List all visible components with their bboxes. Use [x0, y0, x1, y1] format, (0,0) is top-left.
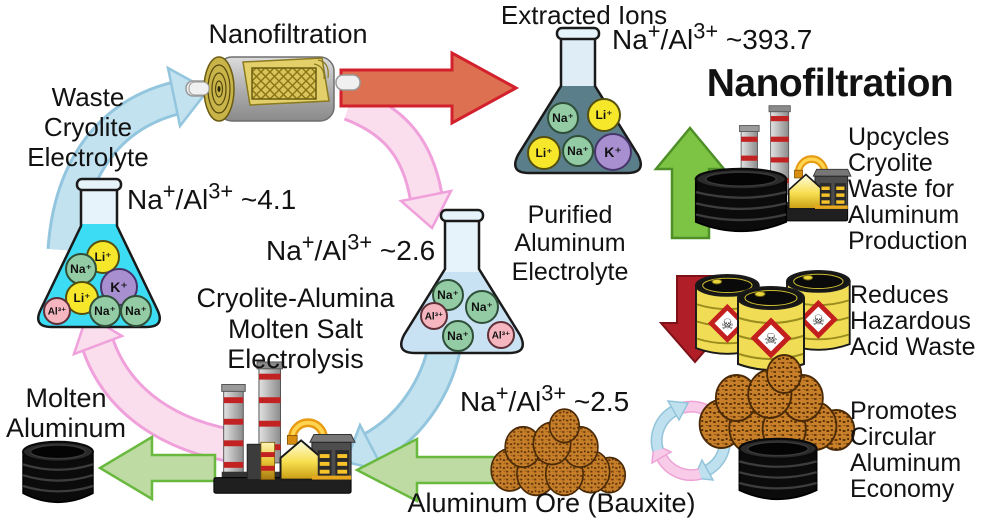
arrow-electrolysis-to-molten — [97, 434, 217, 502]
svg-text:Na⁺: Na⁺ — [567, 144, 589, 158]
svg-text:Al³⁺: Al³⁺ — [48, 307, 67, 318]
ion-na: Na⁺ — [442, 320, 474, 352]
electrolysis-plant-icon — [214, 362, 355, 493]
ion-na: Na⁺ — [562, 135, 594, 167]
nanofiltration-heading: Nanofiltration — [706, 62, 954, 105]
molten-aluminum-caption: Molten Aluminum — [5, 383, 127, 443]
nanofiltration-membrane-icon — [185, 56, 361, 122]
ratio-extracted: Na+/Al3+ ~393.7 — [612, 18, 813, 55]
benefit-upcycles-text: Upcycles Cryolite Waste for Aluminum Pro… — [848, 123, 968, 255]
ion-na: Na⁺ — [89, 295, 121, 327]
svg-text:Na⁺: Na⁺ — [552, 111, 574, 125]
svg-text:Na⁺: Na⁺ — [471, 300, 493, 314]
benefit-ore-barrel-icon — [738, 437, 818, 501]
waste-cryolite-caption: Waste Cryolite Electrolyte — [27, 82, 149, 172]
ion-li: Li⁺ — [587, 98, 621, 132]
molten-aluminum-barrel-icon — [21, 440, 95, 504]
svg-text:Li⁺: Li⁺ — [596, 108, 613, 122]
benefit-barrel-icon — [694, 167, 788, 233]
svg-text:Na⁺: Na⁺ — [447, 329, 469, 343]
ion-na: Na⁺ — [65, 253, 97, 285]
benefit-reduces-text: Reduces Hazardous Acid Waste — [850, 281, 976, 361]
ion-na: Na⁺ — [547, 102, 579, 134]
arrow-ore-to-electrolysis — [354, 436, 507, 504]
svg-text:Li⁺: Li⁺ — [95, 250, 112, 264]
svg-text:K⁺: K⁺ — [110, 279, 128, 295]
ratio-bauxite: Na+/Al3+ ~2.5 — [460, 380, 630, 417]
svg-text:Na⁺: Na⁺ — [437, 288, 459, 302]
bauxite-ore-icon — [490, 408, 627, 497]
benefit-circular-text: Promotes Circular Aluminum Economy — [850, 397, 962, 503]
ion-na: Na⁺ — [432, 279, 464, 311]
svg-text:Na⁺: Na⁺ — [125, 304, 147, 318]
cycle-arrow-waste-to-filter — [46, 65, 210, 252]
membrane-label: Nanofiltration — [208, 19, 368, 49]
ion-li: Li⁺ — [527, 136, 561, 170]
electrolysis-caption: Cryolite-Alumina Molten Salt Electrolysi… — [196, 283, 395, 374]
ion-al: Al³⁺ — [43, 297, 71, 325]
bauxite-caption: Aluminum Ore (Bauxite) — [407, 488, 696, 518]
ion-al: Al³⁺ — [487, 321, 515, 349]
ion-al: Al³⁺ — [420, 302, 448, 330]
ion-k: K⁺ — [594, 133, 632, 171]
svg-text:K⁺: K⁺ — [604, 144, 622, 160]
svg-text:Li⁺: Li⁺ — [74, 291, 91, 305]
purified-electrolyte-caption: Purified Aluminum Electrolyte — [511, 201, 629, 286]
ratio-waste: Na+/Al3+ ~4.1 — [127, 178, 297, 215]
svg-text:Al³⁺: Al³⁺ — [492, 331, 511, 342]
svg-text:Li⁺: Li⁺ — [536, 146, 553, 160]
ion-na: Na⁺ — [120, 295, 152, 327]
cycle-arrow-filter-to-purified — [343, 87, 454, 230]
hazard-barrels-icon — [696, 271, 850, 370]
ion-na: Na⁺ — [465, 290, 499, 324]
arrow-filter-to-extracted — [339, 50, 520, 126]
svg-text:Na⁺: Na⁺ — [70, 262, 92, 276]
svg-text:Al³⁺: Al³⁺ — [425, 312, 444, 323]
svg-text:Na⁺: Na⁺ — [94, 304, 116, 318]
extracted-ions-caption: Extracted Ions — [500, 0, 668, 30]
ratio-purified: Na+/Al3+ ~2.6 — [266, 229, 436, 266]
